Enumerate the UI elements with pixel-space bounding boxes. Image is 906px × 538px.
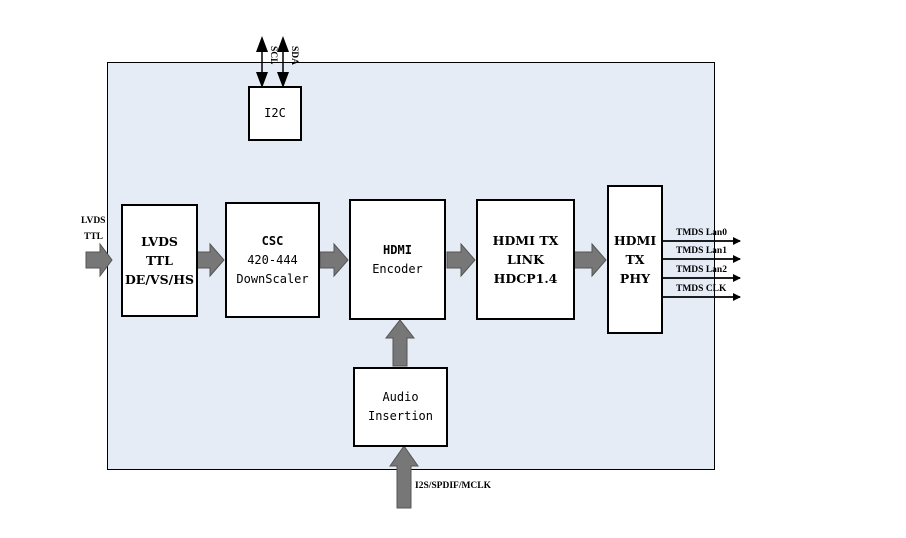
arrow-lvds-csc [195, 242, 225, 278]
hdmi-encoder-block: HDMI Encoder [349, 199, 446, 320]
link-label: LINK [507, 252, 544, 267]
tmds-lane2-label: TMDS Lan2 [676, 265, 727, 275]
audio-insertion-block: Audio Insertion [353, 367, 448, 447]
phy-hdmi-label: HDMI [613, 233, 657, 248]
csc-format-label: 420-444 [247, 252, 298, 267]
encoder-label: Encoder [372, 261, 423, 276]
input-arrow [85, 242, 113, 278]
tmds-clk-label: TMDS CLK [676, 284, 727, 294]
hdmi-label: HDMI [383, 242, 412, 257]
audio-input-label: I2S/SPDIF/MCLK [415, 481, 492, 491]
lvds-ttl-block: LVDS TTL DE/VS/HS [121, 204, 198, 317]
tmds-lane1-label: TMDS Lan1 [676, 246, 727, 256]
audio-label: Audio [382, 390, 419, 404]
hdmi-tx-phy-block: HDMI TX PHY [607, 185, 663, 334]
downscaler-label: DownScaler [236, 271, 309, 286]
hdmi-tx-link-block: HDMI TX LINK HDCP1.4 [476, 199, 575, 320]
arrow-audio-input [389, 445, 419, 509]
ttl-label: TTL [146, 253, 173, 268]
sda-label: SDA [289, 46, 299, 66]
input-label-ttl: TTL [84, 232, 104, 242]
arrow-link-phy [573, 242, 607, 278]
scl-line [256, 36, 268, 88]
sync-label: DE/VS/HS [124, 272, 195, 287]
csc-block: CSC 420-444 DownScaler [225, 202, 320, 318]
csc-label: CSC [261, 233, 284, 248]
hdcp-label: HDCP1.4 [493, 271, 558, 286]
tmds-lane0-label: TMDS Lan0 [676, 228, 727, 238]
phy-label: PHY [619, 271, 651, 286]
i2c-block: I2C [248, 86, 302, 141]
sda-line [277, 36, 289, 88]
lvds-label: LVDS [141, 234, 178, 249]
hdmi-tx-label: HDMI TX [492, 233, 559, 248]
arrow-csc-encoder [319, 242, 349, 278]
insertion-label: Insertion [367, 409, 434, 423]
i2c-label: I2C [264, 106, 286, 120]
phy-tx-label: TX [625, 252, 645, 267]
scl-label: SCL [268, 46, 278, 65]
arrow-encoder-link [446, 242, 476, 278]
input-label-lvds: LVDS [81, 216, 106, 226]
arrow-audio-encoder [384, 319, 416, 367]
